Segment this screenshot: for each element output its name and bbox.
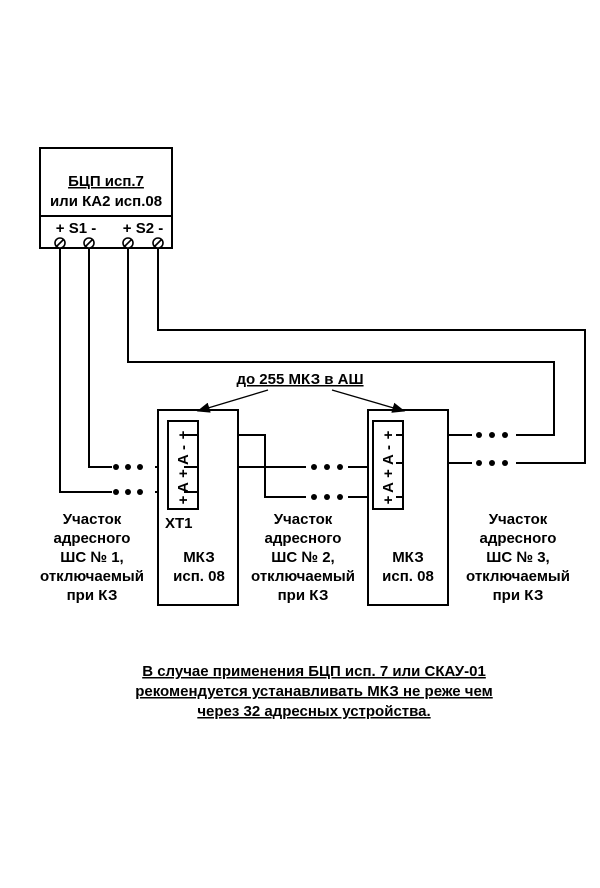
continuation-dots (113, 432, 508, 500)
section-1-label: Участок адресного ШС № 1, отключаемый пр… (40, 511, 144, 604)
svg-text:ШС № 1,: ШС № 1, (60, 549, 123, 566)
xt1-label: XT1 (165, 515, 193, 532)
svg-text:через 32 адресных устройства.: через 32 адресных устройства. (197, 703, 430, 720)
svg-text:В случае применения БЦП исп. 7: В случае применения БЦП исп. 7 или СКАУ-… (142, 663, 486, 680)
mkz1-terminal-top: + (175, 430, 192, 439)
mkz2-terminal-top: + (380, 430, 397, 439)
svg-text:ШС № 2,: ШС № 2, (271, 549, 334, 566)
mkz2-terminal-a-plus: А + (380, 469, 397, 493)
controller-title: БЦП исп.7 (68, 173, 144, 190)
svg-text:Участок: Участок (489, 511, 548, 528)
svg-text:адресного: адресного (480, 530, 557, 547)
wire-s2-minus (157, 248, 586, 464)
svg-text:адресного: адресного (265, 530, 342, 547)
mkz1-terminal-a-minus: А - (175, 445, 192, 465)
mkz2-terminal-a-minus: А - (380, 445, 397, 465)
svg-text:при КЗ: при КЗ (278, 587, 329, 604)
svg-text:отключаемый: отключаемый (466, 568, 570, 585)
svg-text:отключаемый: отключаемый (40, 568, 144, 585)
svg-text:Участок: Участок (63, 511, 122, 528)
svg-text:ШС № 3,: ШС № 3, (486, 549, 549, 566)
wire-s1-plus (59, 248, 112, 493)
section-2-label: Участок адресного ШС № 2, отключаемый пр… (251, 511, 355, 604)
mkz1-terminal-a-plus: А + (175, 469, 192, 493)
wire-s1-minus (88, 248, 112, 468)
controller-subtitle: или КА2 исп.08 (50, 193, 162, 210)
mkz2-variant: исп. 08 (382, 568, 434, 585)
mkz2-terminal-bottom: + (380, 495, 397, 504)
mkz1-name: МКЗ (183, 549, 215, 566)
mkz1-variant: исп. 08 (173, 568, 225, 585)
mkz1-terminal-bottom: + (175, 495, 192, 504)
svg-text:рекомендуется устанавливать МК: рекомендуется устанавливать МКЗ не реже … (135, 683, 493, 700)
svg-text:отключаемый: отключаемый (251, 568, 355, 585)
terminals-s1-label: + S1 - (56, 220, 96, 237)
controller-box (39, 147, 173, 249)
svg-text:при КЗ: при КЗ (67, 587, 118, 604)
section-3-label: Участок адресного ШС № 3, отключаемый пр… (466, 511, 570, 604)
wire-s2-plus (127, 248, 555, 436)
recommendation-note: В случае применения БЦП исп. 7 или СКАУ-… (135, 663, 493, 720)
svg-text:при КЗ: при КЗ (493, 587, 544, 604)
svg-text:адресного: адресного (54, 530, 131, 547)
arrow-to-mkz2 (331, 389, 406, 413)
svg-text:Участок: Участок (274, 511, 333, 528)
arrow-to-mkz1 (196, 389, 269, 413)
terminals-s2-label: + S2 - (123, 220, 163, 237)
mkz2-name: МКЗ (392, 549, 424, 566)
controller-terminal-icons (54, 237, 164, 249)
arrow-label: до 255 МКЗ в АШ (236, 371, 363, 388)
